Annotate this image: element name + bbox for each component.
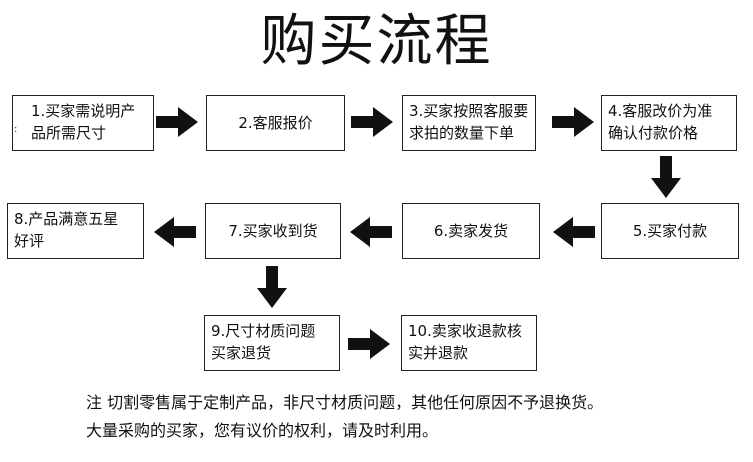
arrow-right-2-3 (351, 107, 393, 137)
step-10-line2: 实并退款 (408, 344, 469, 362)
step-7-text: 7.买家收到货 (228, 222, 318, 240)
step-1-line2: 品所需尺寸 (31, 124, 107, 142)
note-line-2: 大量采购的买家，您有议价的权利，请及时利用。 (86, 421, 439, 440)
step-8-box: 8.产品满意五星 好评 (7, 203, 144, 259)
step-8-line2: 好评 (14, 232, 45, 250)
step-4-box: 4.客服改价为准 确认付款价格 (601, 95, 737, 151)
step-9-line1: 9.尺寸材质问题 (211, 322, 316, 340)
step-1-line1: 1.买家需说明产 (31, 102, 136, 120)
step-8-line1: 8.产品满意五星 (14, 210, 119, 228)
arrow-right-9-10 (348, 329, 390, 359)
step-9-box: 9.尺寸材质问题 买家退货 (204, 315, 340, 371)
step-5-text: 5.买家付款 (632, 222, 708, 240)
arrow-right-3-4 (552, 107, 594, 137)
step-4-line2: 确认付款价格 (608, 124, 699, 142)
step-2-box: 2.客服报价 (206, 95, 345, 151)
arrow-left-7-8 (154, 217, 196, 247)
step-3-line2: 求拍的数量下单 (409, 124, 515, 142)
step-1-box: 1.买家需说明产 品所需尺寸 (12, 95, 154, 151)
arrow-right-1-2 (156, 107, 198, 137)
step-6-text: 6.卖家发货 (433, 222, 509, 240)
step-9-line2: 买家退货 (211, 344, 272, 362)
step-5-box: 5.买家付款 (601, 203, 739, 259)
tick-mark: : (14, 124, 18, 135)
arrow-left-5-6 (553, 217, 595, 247)
step-3-line1: 3.买家按照客服要 (409, 102, 529, 120)
step-4-line1: 4.客服改价为准 (608, 102, 713, 120)
arrow-down-4-5 (651, 156, 681, 198)
step-3-box: 3.买家按照客服要 求拍的数量下单 (402, 95, 536, 151)
step-10-line1: 10.卖家收退款核 (408, 322, 522, 340)
step-10-box: 10.卖家收退款核 实并退款 (401, 315, 537, 371)
step-2-text: 2.客服报价 (238, 114, 313, 132)
arrow-down-7-9 (257, 266, 287, 308)
step-6-box: 6.卖家发货 (402, 203, 540, 259)
step-7-box: 7.买家收到货 (205, 203, 341, 259)
note-line-1: 注 切割零售属于定制产品，非尺寸材质问题，其他任何原因不予退换货。 (86, 393, 604, 412)
page-title: 购买流程 (260, 9, 493, 74)
arrow-left-6-7 (350, 217, 392, 247)
